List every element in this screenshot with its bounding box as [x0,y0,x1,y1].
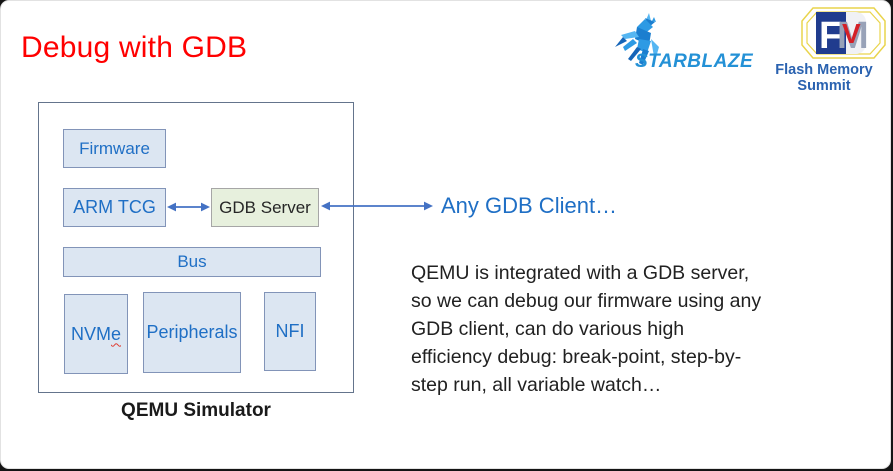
starblaze-horse-icon [615,13,659,65]
gdb-server-box: GDB Server [211,188,319,227]
nvme-label-suffix: e [110,323,121,344]
fms-letter-f: F [819,15,842,57]
body-paragraph: QEMU is integrated with a GDB server, so… [411,262,762,396]
starblaze-logo: STARBLAZE [605,13,755,77]
starblaze-wordmark: STARBLAZE [635,51,754,72]
slide-title: Debug with GDB [21,31,248,64]
arm-tcg-box: ARM TCG [63,188,166,227]
fms-label: Flash Memory Summit [775,62,873,94]
nfi-box: NFI [264,292,316,371]
fms-letter-v: V [842,18,861,49]
nvme-label: NVM [70,323,111,344]
bidirectional-arrow-icon [321,201,433,211]
fms-octagon-icon: F M V [801,7,886,59]
firmware-box: Firmware [63,129,166,168]
peripherals-box: Peripherals [143,292,241,373]
fms-letter-m: M [837,15,869,57]
flash-memory-summit-logo: F M V Flash Memory Summit [754,5,890,94]
qemu-simulator-label: QEMU Simulator [121,400,271,421]
bidirectional-arrow-icon [167,202,210,212]
any-gdb-client-label: Any GDB Client… [441,193,618,218]
bus-box: Bus [63,247,321,277]
